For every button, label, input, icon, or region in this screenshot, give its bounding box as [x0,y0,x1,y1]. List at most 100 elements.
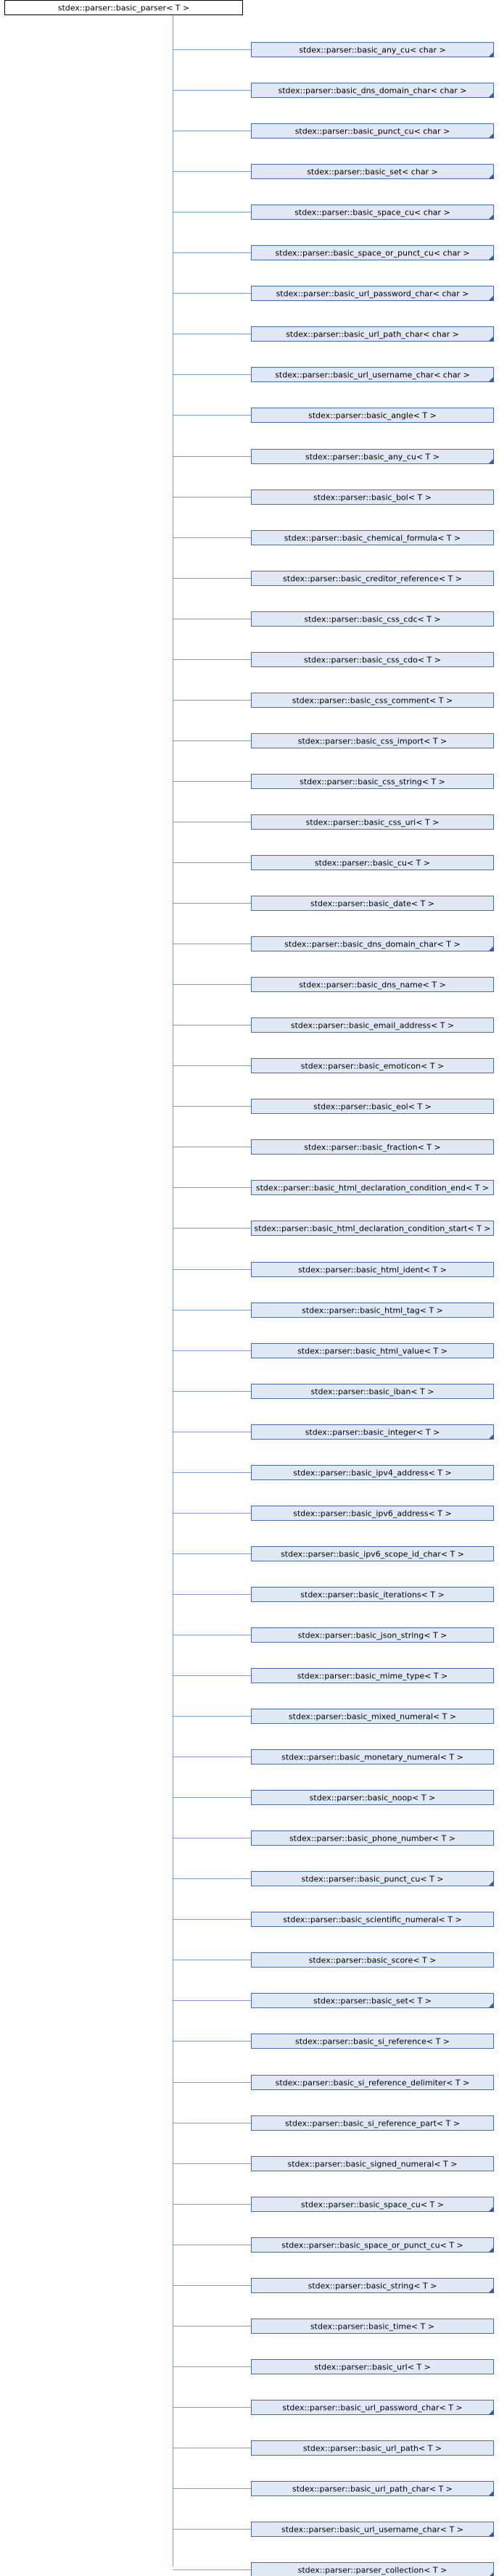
child-node-label: stdex::parser::parser_collection< T > [298,2566,448,2575]
child-node[interactable]: stdex::parser::parser_collection< T > [251,2562,494,2576]
child-node[interactable]: stdex::parser::basic_url_username_char< … [251,367,494,382]
child-node[interactable]: stdex::parser::basic_signed_numeral< T > [251,2156,494,2171]
child-node-box [251,1627,494,1643]
child-node[interactable]: stdex::parser::basic_set< char > [251,164,494,179]
child-node-box [251,449,494,464]
child-node[interactable]: stdex::parser::basic_css_comment< T > [251,693,494,708]
child-node[interactable]: stdex::parser::basic_si_reference_part< … [251,2115,494,2131]
child-node-box [251,123,494,139]
child-node-label: stdex::parser::basic_url_username_char< … [275,371,470,380]
child-node[interactable]: stdex::parser::basic_fraction< T > [251,1139,494,1155]
child-node[interactable]: stdex::parser::basic_dns_domain_char< ch… [251,83,494,98]
child-node[interactable]: stdex::parser::basic_url_username_char< … [251,2522,494,2537]
child-node[interactable]: stdex::parser::basic_html_tag< T > [251,1303,494,1318]
child-node[interactable]: stdex::parser::basic_url_password_char< … [251,286,494,301]
child-node[interactable]: stdex::parser::basic_scientific_numeral<… [251,1912,494,1927]
child-node-box [251,774,494,789]
child-node[interactable]: stdex::parser::basic_any_cu< char > [251,42,494,57]
child-node[interactable]: stdex::parser::basic_phone_number< T > [251,1830,494,1846]
child-node[interactable]: stdex::parser::basic_space_cu< T > [251,2197,494,2212]
child-node-label: stdex::parser::basic_mime_type< T > [297,1672,448,1681]
child-node[interactable]: stdex::parser::basic_creditor_reference<… [251,571,494,586]
child-node[interactable]: stdex::parser::basic_dns_name< T > [251,977,494,992]
child-node-box [251,1221,494,1236]
child-node[interactable]: stdex::parser::basic_emoticon< T > [251,1058,494,1073]
child-node-label: stdex::parser::basic_scientific_numeral<… [283,1915,461,1925]
child-node-label: stdex::parser::basic_dns_domain_char< T … [284,940,460,949]
folded-corner-icon [488,2531,494,2537]
child-node[interactable]: stdex::parser::basic_date< T > [251,896,494,911]
child-node-label: stdex::parser::basic_score< T > [309,1956,437,1965]
child-node-box [251,1749,494,1764]
child-node[interactable]: stdex::parser::basic_space_or_punct_cu< … [251,2237,494,2253]
child-node[interactable]: stdex::parser::basic_json_string< T > [251,1627,494,1643]
child-node[interactable]: stdex::parser::basic_ipv4_address< T > [251,1465,494,1480]
child-node[interactable]: stdex::parser::basic_dns_domain_char< T … [251,936,494,951]
child-node[interactable]: stdex::parser::basic_css_uri< T > [251,814,494,830]
child-node-box [251,1993,494,2008]
child-node[interactable]: stdex::parser::basic_set< T > [251,1993,494,2008]
child-node[interactable]: stdex::parser::basic_css_cdo< T > [251,652,494,667]
child-node[interactable]: stdex::parser::basic_si_reference< T > [251,2034,494,2049]
child-node-label: stdex::parser::basic_css_string< T > [300,777,445,787]
child-node[interactable]: stdex::parser::basic_ipv6_address< T > [251,1506,494,1521]
child-node[interactable]: stdex::parser::basic_angle< T > [251,408,494,423]
child-node[interactable]: stdex::parser::basic_mixed_numeral< T > [251,1709,494,1724]
child-node[interactable]: stdex::parser::basic_url< T > [251,2359,494,2374]
child-node[interactable]: stdex::parser::basic_mime_type< T > [251,1668,494,1683]
child-node[interactable]: stdex::parser::basic_url_path_char< char… [251,326,494,342]
child-node[interactable]: stdex::parser::basic_si_reference_delimi… [251,2075,494,2090]
child-node[interactable]: stdex::parser::basic_time< T > [251,2319,494,2334]
child-node[interactable]: stdex::parser::basic_cu< T > [251,855,494,870]
child-node-box [251,2481,494,2496]
child-node[interactable]: stdex::parser::basic_punct_cu< T > [251,1871,494,1886]
child-node[interactable]: stdex::parser::basic_html_declaration_co… [251,1221,494,1236]
child-node-label: stdex::parser::basic_si_reference_part< … [285,2119,460,2129]
child-node[interactable]: stdex::parser::basic_html_declaration_co… [251,1180,494,1195]
edges-layer [173,49,252,2570]
child-node[interactable]: stdex::parser::basic_url_path_char< T > [251,2481,494,2496]
child-node[interactable]: stdex::parser::basic_chemical_formula< T… [251,530,494,545]
child-node[interactable]: stdex::parser::basic_email_address< T > [251,1017,494,1033]
child-node-label: stdex::parser::basic_mixed_numeral< T > [289,1712,456,1722]
child-node[interactable]: stdex::parser::basic_space_cu< char > [251,205,494,220]
root-node-box [4,0,243,15]
child-node[interactable]: stdex::parser::basic_css_import< T > [251,733,494,748]
child-node-label: stdex::parser::basic_url< T > [314,2363,431,2372]
child-node[interactable]: stdex::parser::basic_html_value< T > [251,1343,494,1358]
child-node[interactable]: stdex::parser::basic_integer< T > [251,1424,494,1440]
child-node[interactable]: stdex::parser::basic_score< T > [251,1952,494,1968]
child-node[interactable]: stdex::parser::basic_bol< T > [251,490,494,505]
child-node-box [251,1709,494,1724]
child-node-label: stdex::parser::basic_url_path_char< char… [286,330,459,339]
child-node-label: stdex::parser::basic_html_value< T > [297,1347,448,1356]
child-node-box [251,83,494,98]
child-node[interactable]: stdex::parser::basic_url_password_char< … [251,2400,494,2415]
folded-corner-icon [488,2490,494,2496]
child-node-box [251,855,494,870]
child-node[interactable]: stdex::parser::basic_css_cdc< T > [251,611,494,627]
child-node[interactable]: stdex::parser::basic_space_or_punct_cu< … [251,245,494,260]
child-node[interactable]: stdex::parser::basic_noop< T > [251,1790,494,1805]
child-node-label: stdex::parser::basic_url_password_char< … [276,289,469,299]
child-node[interactable]: stdex::parser::basic_eol< T > [251,1099,494,1114]
child-node[interactable]: stdex::parser::basic_any_cu< T > [251,449,494,464]
child-node-box [251,2237,494,2253]
child-node[interactable]: stdex::parser::basic_monetary_numeral< T… [251,1749,494,1764]
child-node-box [251,1017,494,1033]
child-node-box [251,164,494,179]
child-node[interactable]: stdex::parser::basic_iterations< T > [251,1587,494,1602]
child-node[interactable]: stdex::parser::basic_html_ident< T > [251,1262,494,1277]
child-node-box [251,2522,494,2537]
child-node[interactable]: stdex::parser::basic_css_string< T > [251,774,494,789]
child-node[interactable]: stdex::parser::basic_url_path< T > [251,2440,494,2456]
child-node-label: stdex::parser::basic_html_declaration_co… [256,1184,489,1193]
root-node[interactable]: stdex::parser::basic_parser< T > [4,0,243,15]
child-node[interactable]: stdex::parser::basic_iban< T > [251,1384,494,1399]
child-node[interactable]: stdex::parser::basic_ipv6_scope_id_char<… [251,1546,494,1561]
child-node-label: stdex::parser::basic_css_comment< T > [292,696,453,706]
child-node[interactable]: stdex::parser::basic_string< T > [251,2278,494,2293]
child-node[interactable]: stdex::parser::basic_punct_cu< char > [251,123,494,139]
child-node-label: stdex::parser::basic_iban< T > [311,1387,434,1397]
